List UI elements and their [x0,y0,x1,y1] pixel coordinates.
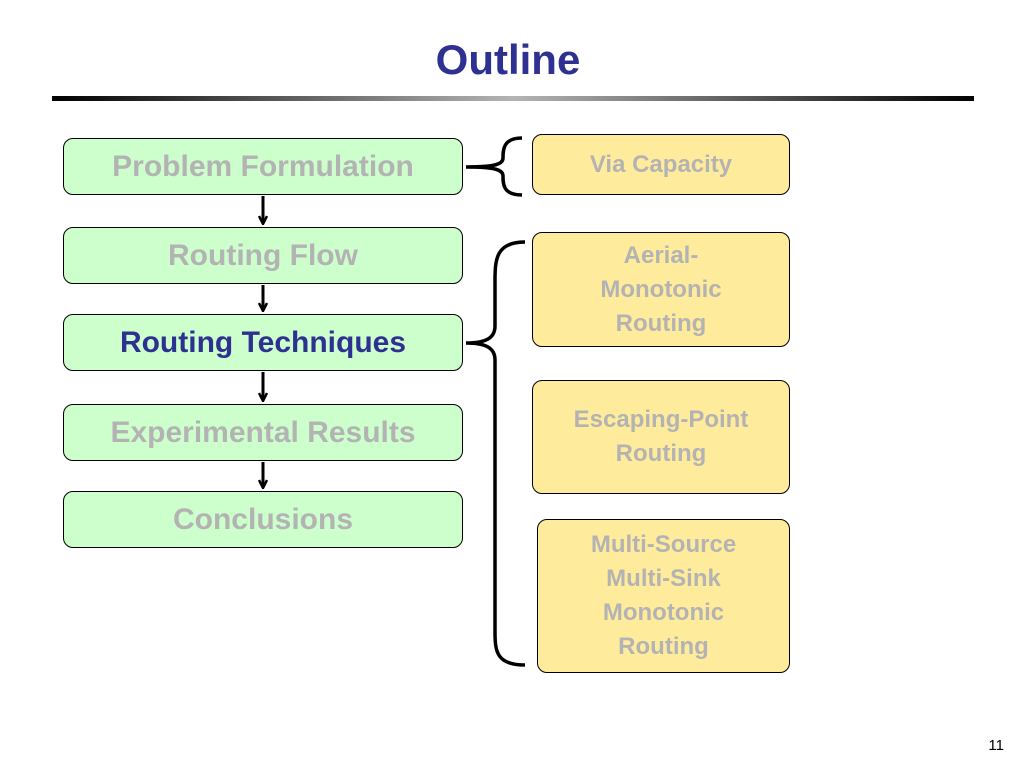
step-conclusions: Conclusions [63,491,463,548]
brace-problem-formulation [465,136,523,197]
detail-aerial-monotonic-routing: Aerial- Monotonic Routing [532,232,790,347]
page-number: 11 [988,737,1004,754]
step-experimental-results: Experimental Results [63,404,463,461]
brace-routing-techniques [465,240,526,667]
detail-escaping-point-routing: Escaping-Point Routing [532,380,790,494]
step-routing-flow: Routing Flow [63,227,463,284]
title-divider [52,96,974,101]
slide-title: Outline [435,36,581,83]
detail-multi-source-multi-sink-routing: Multi-Source Multi-Sink Monotonic Routin… [537,519,790,673]
detail-via-capacity: Via Capacity [532,134,790,195]
step-routing-techniques: Routing Techniques [63,314,463,371]
step-problem-formulation: Problem Formulation [63,138,463,195]
